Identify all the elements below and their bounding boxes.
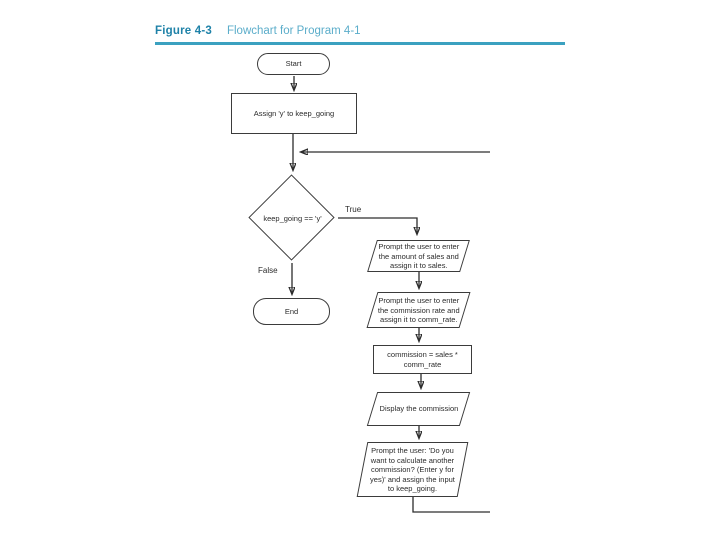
figure-title: Flowchart for Program 4-1 — [226, 25, 361, 37]
flow-node-prompt-rate: Prompt the user to enter the commission … — [366, 292, 471, 328]
prompt-again-label: Prompt the user: 'Do you want to calcula… — [370, 445, 455, 493]
prompt-sales-label: Prompt the user to enter the amount of s… — [378, 241, 459, 270]
start-label: Start — [285, 59, 302, 69]
decision-label: keep_going == 'y' — [263, 214, 322, 223]
flow-node-decision: keep_going == 'y' — [248, 174, 337, 263]
figure-rule — [155, 42, 565, 45]
flow-node-assign: Assign 'y' to keep_going — [231, 93, 357, 134]
line-loop-bottom — [412, 497, 490, 513]
end-label: End — [284, 306, 299, 316]
flow-node-prompt-again: Prompt the user: 'Do you want to calcula… — [356, 442, 469, 497]
figure-label: Figure 4-3 — [155, 25, 212, 37]
branch-label-true: True — [345, 205, 362, 214]
display-label: Display the commission — [379, 404, 458, 414]
flow-node-prompt-sales: Prompt the user to enter the amount of s… — [367, 240, 470, 272]
arrow-true-to-prompt-sales — [338, 217, 417, 233]
flow-node-end: End — [253, 298, 330, 325]
flow-node-display: Display the commission — [366, 392, 471, 426]
figure-header: Figure 4-3 Flowchart for Program 4-1 — [155, 25, 361, 37]
compute-label: commission = sales * comm_rate — [387, 350, 458, 369]
branch-label-false: False — [258, 266, 278, 275]
flow-node-start: Start — [257, 53, 330, 75]
assign-label: Assign 'y' to keep_going — [253, 108, 335, 118]
prompt-rate-label: Prompt the user to enter the commission … — [377, 295, 460, 324]
flow-node-compute: commission = sales * comm_rate — [373, 345, 472, 374]
